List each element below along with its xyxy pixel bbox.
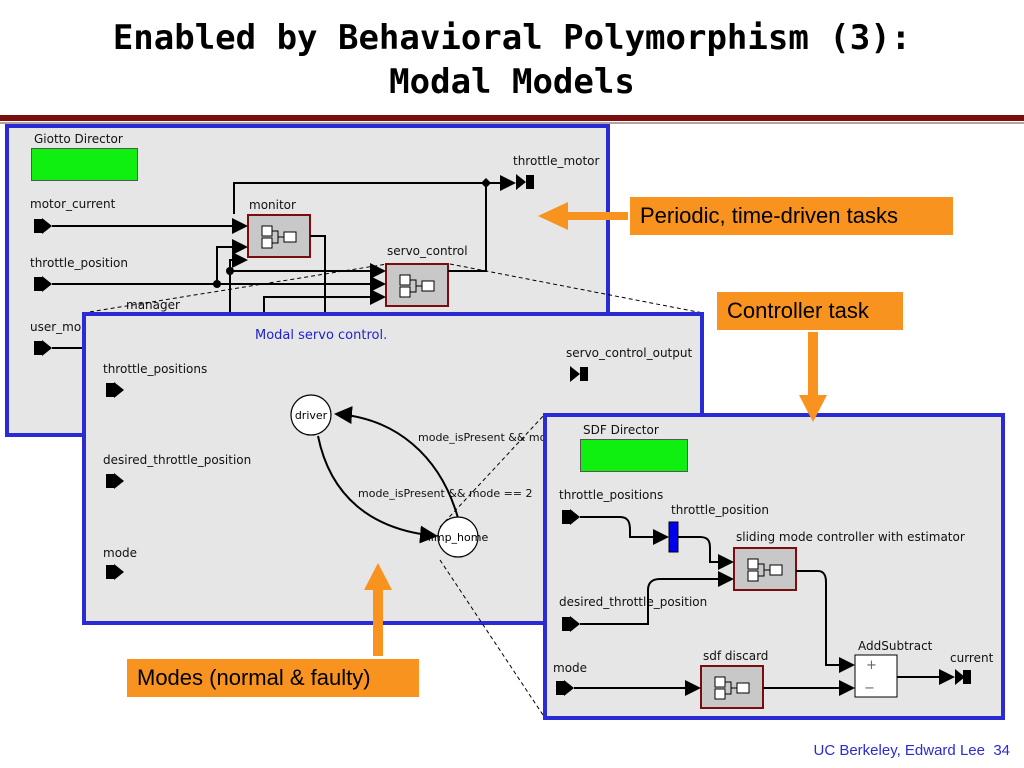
slide-title-line1: Enabled by Behavioral Polymorphism (3): <box>112 18 912 58</box>
sdf-director-label: SDF Director <box>583 423 659 437</box>
modal-port-icon-mode[interactable] <box>106 564 124 580</box>
modal-port-icon-desired-throttle-position[interactable] <box>106 473 124 489</box>
arrow-periodic <box>538 202 628 230</box>
sdf-port-icon-current[interactable] <box>955 669 971 685</box>
giotto-director-label: Giotto Director <box>34 132 123 146</box>
footer-org: UC Berkeley, Edward Lee <box>813 742 985 759</box>
sdf-port-icon-desired-throttle-position[interactable] <box>562 616 580 632</box>
modal-port-label-servo-output: servo_control_output <box>566 346 693 360</box>
slide-title-line2: Modal Models <box>389 62 635 102</box>
sdf-port-label-desired-throttle-position: desired_throttle_position <box>559 595 708 609</box>
transition-arc-top[interactable] <box>334 406 459 519</box>
port-icon-throttle-position[interactable] <box>34 276 52 292</box>
sdf-actor-label-add-subtract: AddSubtract <box>858 639 933 653</box>
modal-caption: Modal servo control. <box>255 328 388 343</box>
state-limp-home-label: limp_home <box>428 531 489 544</box>
sdf-actor-label-sliding-mode: sliding mode controller with estimator <box>736 530 965 544</box>
actor-label-manager: manager <box>126 298 180 312</box>
footer-page-number: 34 <box>993 742 1010 759</box>
actor-monitor[interactable] <box>247 214 311 258</box>
state-driver-label: driver <box>295 409 328 422</box>
transition-label-top: mode_isPresent && mod <box>418 431 554 444</box>
actor-label-servo-control: servo_control <box>387 244 468 258</box>
modal-port-icon-throttle-positions[interactable] <box>106 382 124 398</box>
sdf-port-label-throttle-positions: throttle_positions <box>559 488 664 502</box>
title-rule <box>0 115 1024 121</box>
callout-controller-task: Controller task <box>717 292 903 330</box>
sdf-actor-label-sdf-discard: sdf discard <box>703 649 769 663</box>
title-rule-shadow <box>0 122 1024 124</box>
sdf-port-label-current: current <box>950 651 994 665</box>
sdf-port-icon-throttle-positions[interactable] <box>562 509 580 525</box>
port-label-throttle-motor: throttle_motor <box>513 154 600 168</box>
svg-text:−: − <box>864 681 875 696</box>
callout-periodic-tasks: Periodic, time-driven tasks <box>630 197 953 235</box>
sdf-actor-sdf-discard[interactable] <box>700 665 764 709</box>
port-icon-throttle-motor[interactable] <box>516 174 534 190</box>
port-icon-user-mode[interactable] <box>34 340 52 356</box>
port-label-throttle-position: throttle_position <box>30 256 128 270</box>
state-limp-home[interactable]: limp_home <box>428 516 489 558</box>
svg-text:+: + <box>866 658 877 673</box>
actor-label-monitor: monitor <box>249 198 296 212</box>
port-label-motor-current: motor_current <box>30 197 116 211</box>
sdf-actor-label-throttle-position: throttle_position <box>671 503 769 517</box>
transition-arc-bottom[interactable] <box>317 435 438 544</box>
modal-port-icon-servo-output[interactable] <box>570 366 588 382</box>
callout-modes: Modes (normal & faulty) <box>127 659 419 697</box>
port-label-user-mode: user_mo <box>30 320 82 334</box>
modal-port-label-throttle-positions: throttle_positions <box>103 362 208 376</box>
transition-label-bottom: mode_isPresent && mode == 2 <box>358 487 533 500</box>
state-driver[interactable]: driver <box>290 394 332 436</box>
slide-footer: UC Berkeley, Edward Lee 34 <box>814 742 1011 759</box>
sdf-director-icon[interactable] <box>580 439 688 472</box>
port-icon-motor-current[interactable] <box>34 218 52 234</box>
sdf-port-label-mode: mode <box>553 661 588 675</box>
arrow-modes <box>364 563 392 656</box>
sdf-actor-add-subtract[interactable]: + − <box>854 654 898 698</box>
modal-port-label-desired-throttle-position: desired_throttle_position <box>103 453 252 467</box>
arrow-controller <box>799 332 827 422</box>
modal-port-label-mode: mode <box>103 546 138 560</box>
actor-servo-control[interactable] <box>385 263 449 307</box>
sdf-actor-sliding-mode[interactable] <box>733 547 797 591</box>
giotto-director-icon[interactable] <box>31 148 138 181</box>
sdf-port-icon-mode[interactable] <box>556 680 574 696</box>
